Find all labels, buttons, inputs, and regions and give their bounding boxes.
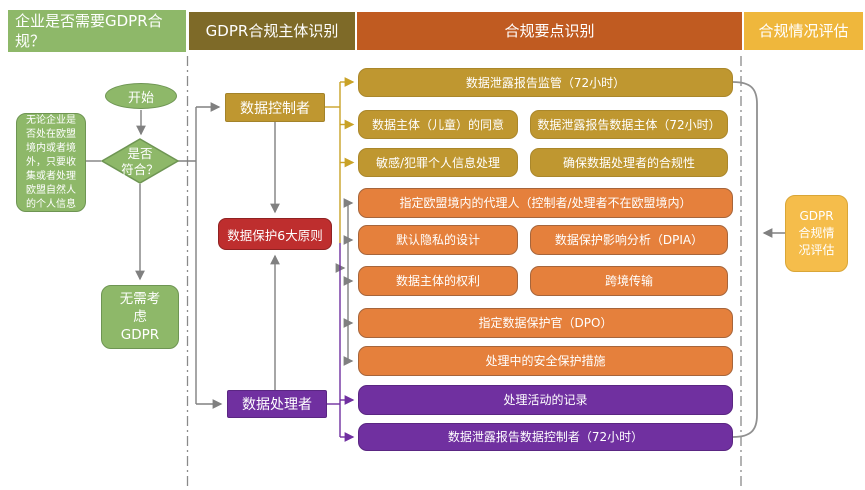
gathering-bracket <box>732 81 758 438</box>
header-subject-identification: GDPR合规主体识别 <box>189 12 355 50</box>
lane-dividers <box>186 56 742 486</box>
point-data-subject-rights: 数据主体的权利 <box>358 266 518 296</box>
point-breach-report-controller: 数据泄露报告数据控制者（72小时） <box>358 423 733 451</box>
point-security-measures: 处理中的安全保护措施 <box>358 346 733 376</box>
six-principles-box: 数据保护6大原则 <box>218 218 332 250</box>
point-eu-representative: 指定欧盟境内的代理人（控制者/处理者不在欧盟境内） <box>358 188 733 218</box>
processor-connectors <box>327 243 355 442</box>
point-processing-records: 处理活动的记录 <box>358 385 733 415</box>
no-need-gdpr-box: 无需考虑GDPR <box>101 285 179 349</box>
point-privacy-by-design: 默认隐私的设计 <box>358 225 518 255</box>
point-sensitive-data-processing: 敏感/犯罪个人信息处理 <box>358 148 518 177</box>
data-controller-box: 数据控制者 <box>225 93 325 122</box>
point-child-consent: 数据主体（儿童）的同意 <box>358 110 518 139</box>
decision-label: 是否 符合？ <box>121 145 159 177</box>
point-dpo: 指定数据保护官（DPO） <box>358 308 733 338</box>
flow-arrows-gray <box>86 102 785 409</box>
header-need-gdpr: 企业是否需要GDPR合规？ <box>8 10 186 52</box>
point-breach-report-regulator: 数据泄露报告监管（72小时） <box>358 68 733 97</box>
advisory-note: 无论企业是否处在欧盟境内或者境外，只要收集或者处理欧盟自然人的个人信息 <box>16 113 86 212</box>
decision-diamond-shape <box>100 138 180 184</box>
header-assessment: 合规情况评估 <box>744 12 863 50</box>
assessment-box: GDPR合规情况评估 <box>785 195 848 272</box>
point-cross-border-transfer: 跨境传输 <box>530 266 728 296</box>
controller-connectors <box>325 77 355 243</box>
header-key-points: 合规要点识别 <box>357 12 742 50</box>
point-dpia: 数据保护影响分析（DPIA） <box>530 225 728 255</box>
point-processor-compliance: 确保数据处理者的合规性 <box>530 148 728 177</box>
start-terminator: 开始 <box>105 83 177 109</box>
point-breach-report-subject: 数据泄露报告数据主体（72小时） <box>530 110 728 139</box>
data-processor-box: 数据处理者 <box>227 390 327 418</box>
